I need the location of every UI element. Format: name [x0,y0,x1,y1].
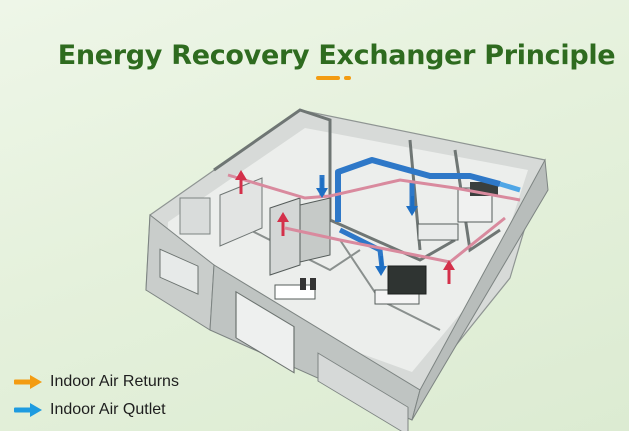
red-up-arrow-3 [443,260,455,284]
legend: Indoor Air Returns Indoor Air Qutlet [14,370,179,426]
orange-arrow-icon [14,375,42,389]
window-left [159,248,199,295]
divider-dash-short [344,76,351,80]
radiator [179,197,211,235]
pink-duct-main [227,173,521,202]
window-front [235,290,295,374]
pink-duct-low [284,216,506,264]
partition-4 [453,149,501,253]
divider-dash-long [316,76,340,80]
red-up-arrow-1 [235,170,247,194]
blue-down-arrow-1 [316,178,328,198]
diagram-title: Energy Recovery Exchanger Principle [57,40,616,72]
wall-right [411,158,549,421]
chair-2 [310,278,316,290]
front-steps [317,352,409,431]
kitchen-cabinets [219,177,263,247]
partition-1 [213,108,332,220]
chair-1 [300,278,306,290]
blue-down-arrow-2 [406,196,418,216]
blue-down-arrow-3 [375,256,387,276]
legend-item-outlet: Indoor Air Qutlet [14,398,179,422]
sofa [417,223,459,241]
legend-item-returns: Indoor Air Returns [14,370,179,394]
blue-duct-main [335,157,501,222]
fridge [269,197,301,276]
legend-label-outlet: Indoor Air Qutlet [50,401,166,418]
counter [299,197,331,263]
legend-label-returns: Indoor Air Returns [50,373,179,390]
red-up-arrow-2 [277,212,289,236]
dining-table [274,284,316,300]
partition-2 [329,218,456,262]
tv [387,265,427,295]
blue-duct-branch-4 [499,181,521,193]
blue-arrow-icon [14,403,42,417]
